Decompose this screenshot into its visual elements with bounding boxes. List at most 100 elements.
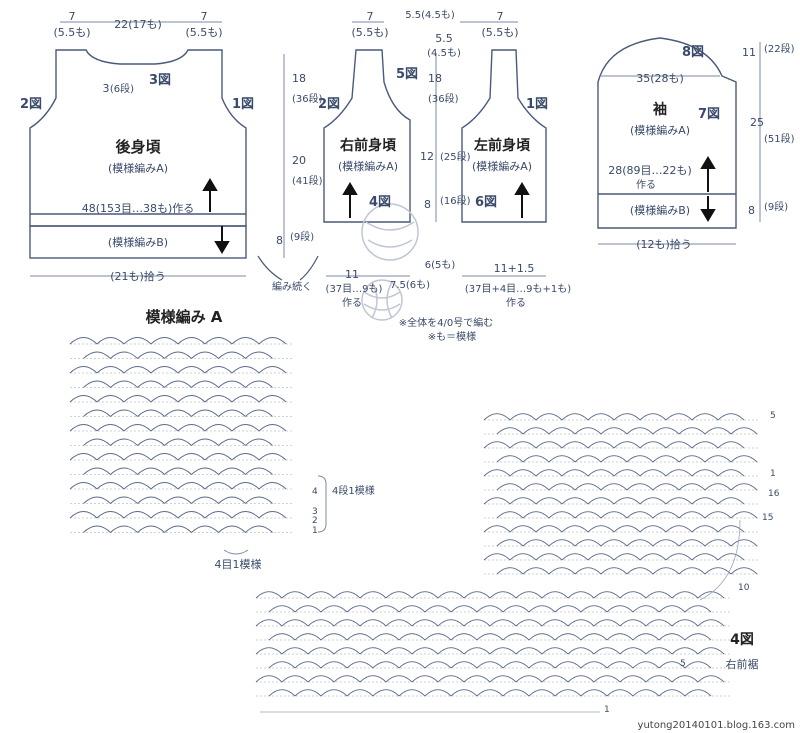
sleeve-body-rows: (51段) [764, 132, 795, 145]
pattern-a-rows-label: 4段1模様 [332, 484, 375, 497]
back-top-mid: 22(17も) [114, 18, 162, 31]
continue-label: 編み続く [272, 280, 312, 293]
left-front-fig-bottom: 6図 [475, 195, 497, 210]
back-top-right: 7 [201, 10, 208, 23]
note-needle: ※全体を4/0号で編む [399, 316, 493, 329]
sleeve-cast-on: 28(89目…22も) [608, 164, 692, 177]
left-front-outline [461, 49, 547, 223]
stitch-row [483, 497, 760, 505]
back-cast-on: 48(153目…38も)作る [82, 202, 195, 215]
sleeve-band-rows: (9段) [764, 200, 788, 213]
right-front-fig-left: 2図 [318, 97, 340, 112]
left-front-title: 左前身頃 [473, 137, 531, 154]
pattern-a-row-2: 2 [312, 516, 318, 526]
pattern-a-title: 模様編み A [146, 308, 223, 326]
fig4-marker-16: 16 [768, 489, 780, 499]
pattern-a-row-1: 1 [312, 526, 318, 536]
fig4-edge-guide [260, 519, 741, 713]
back-body-outline [29, 49, 247, 227]
back-band-outline [29, 225, 247, 259]
fig4-marker-5a: 5 [770, 411, 776, 421]
stitch-row [256, 689, 730, 697]
sleeve-band: (模様編みB) [630, 203, 690, 217]
right-front-fig-neck: 5図 [396, 67, 418, 82]
left-front-band-dup: 7.5(6も) [390, 279, 430, 291]
fig4-marker-1b: 1 [604, 705, 610, 715]
left-front-fig-right: 1図 [526, 97, 548, 112]
left-front-pattern: (模様編みA) [472, 159, 532, 173]
back-top-left: 7 [69, 10, 76, 23]
fig4-marker-1a: 1 [770, 469, 776, 479]
left-front-top-w-sub: (5.5も) [481, 26, 518, 39]
left-front-bottom-w: 11+1.5 [494, 262, 535, 275]
sleeve-pickup: (12も)拾う [636, 237, 692, 251]
right-front-made: 作る [342, 297, 362, 309]
continue-arrows [257, 255, 319, 281]
stitch-row [70, 525, 294, 533]
front-dim-c-rows: (16段) [440, 194, 471, 207]
sleeve-outline [597, 37, 737, 229]
back-fig-right: 1図 [232, 97, 254, 112]
front-dim-a-rows: (36段) [428, 92, 459, 105]
stitch-row [70, 351, 294, 359]
stitch-row [484, 567, 760, 575]
stitch-row [483, 441, 760, 449]
back-fig-left: 2図 [20, 97, 42, 112]
stitch-row [69, 453, 294, 461]
fig4-sublabel: 右前裾 [726, 657, 759, 671]
pattern-a-repeat: 4目1模様 [215, 557, 262, 571]
fig4-marker-5b: 5 [680, 659, 686, 669]
note-unit: ※も＝模様 [428, 330, 476, 343]
stitch-row [69, 424, 294, 432]
schematic-outlines [29, 37, 737, 259]
stitch-row [70, 380, 294, 388]
watermark: yutong20140101.blog.163.com [638, 720, 795, 731]
sleeve-up-arrow-head [700, 156, 716, 169]
stitch-row [483, 413, 760, 421]
stitch-row [484, 483, 760, 491]
sleeve-body: 25 [750, 116, 764, 129]
left-front-top-mid: 5.5(4.5も) [405, 9, 455, 21]
left-front-arrow-head [514, 182, 530, 195]
figure-4-stitch-chart [255, 413, 760, 713]
back-fig-neck: 3図 [149, 73, 171, 88]
back-dim-band-rows: (9段) [290, 230, 314, 243]
sleeve-width: 35(28も) [636, 72, 684, 85]
front-dim-b-rows: (25段) [440, 150, 471, 163]
back-pattern: (模様編みA) [108, 161, 168, 175]
dimension-guides [30, 21, 761, 277]
stitch-row [70, 438, 294, 446]
stitch-row [484, 427, 760, 435]
left-front-neck-w: 5.5 [435, 32, 453, 45]
stitch-row [69, 337, 294, 345]
stitch-row [255, 647, 730, 655]
stitch-row [70, 467, 294, 475]
right-front-bottom-w: 11 [345, 268, 359, 281]
back-down-arrow-head [214, 241, 230, 254]
back-dim-armhole-rows: (36段) [292, 92, 323, 105]
back-band: (模様編みB) [108, 235, 168, 249]
sleeve-made: 作る [636, 179, 656, 191]
left-front-bottom-count: (37目+4目…9も+1も) [465, 283, 571, 295]
yarn-ball-icon [361, 203, 419, 321]
right-front-arrow-head [342, 182, 358, 195]
pattern-a-row-4: 4 [312, 487, 318, 497]
fig4-marker-10: 10 [738, 583, 750, 593]
back-title: 後身頃 [114, 138, 161, 156]
stitch-row [483, 525, 760, 533]
pattern-a-row-bracket [223, 475, 327, 555]
back-dim-body: 20 [292, 154, 306, 167]
right-front-fig-bottom: 4図 [369, 195, 391, 210]
back-top-left-sub: (5.5も) [53, 26, 90, 39]
left-front-top-w: 7 [497, 10, 504, 23]
stitch-row [70, 409, 294, 417]
front-dim-b: 12 [420, 150, 434, 163]
stitch-row [483, 553, 760, 561]
back-neck-rows: (6段) [110, 82, 134, 95]
sleeve-down-arrow-head [700, 209, 716, 222]
back-neck-drop: 3 [103, 82, 110, 95]
stitch-row [70, 496, 294, 504]
stitch-row [69, 395, 294, 403]
stitch-row [255, 675, 730, 683]
stitch-row [484, 511, 760, 519]
